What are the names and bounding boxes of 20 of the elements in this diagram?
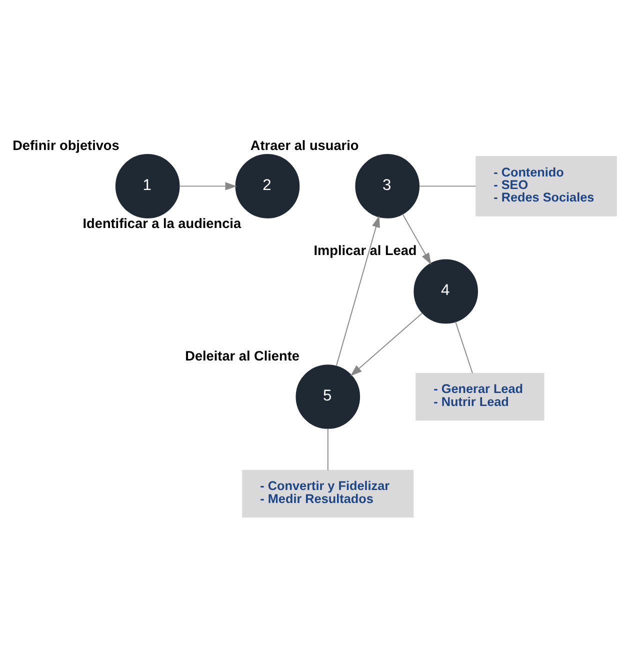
node-box: - Contenido - SEO - Redes Sociales	[476, 156, 617, 216]
node-circle: 4	[414, 259, 478, 324]
connector	[455, 321, 474, 374]
arrow	[178, 182, 237, 190]
node-circle: 1	[115, 154, 180, 218]
arrow	[350, 312, 423, 376]
arrow	[336, 216, 380, 366]
node-label: Implicar al Lead	[314, 243, 417, 258]
node-label: Identificar a la audiencia	[82, 216, 242, 231]
arrow	[402, 214, 432, 265]
node-label: Definir objetivos	[12, 138, 120, 153]
node-circle: 3	[355, 154, 420, 218]
node-label: Deleitar al Cliente	[185, 348, 300, 364]
node-label: Atraer al usuario	[250, 138, 359, 153]
connector	[327, 428, 328, 471]
connector	[418, 186, 476, 187]
node-box: - Generar Lead - Nutrir Lead	[416, 372, 544, 421]
node-circle: 5	[296, 364, 360, 429]
node-box: - Convertir y Fidelizar - Medir Resultados	[242, 470, 414, 518]
node-circle: 2	[235, 154, 300, 218]
